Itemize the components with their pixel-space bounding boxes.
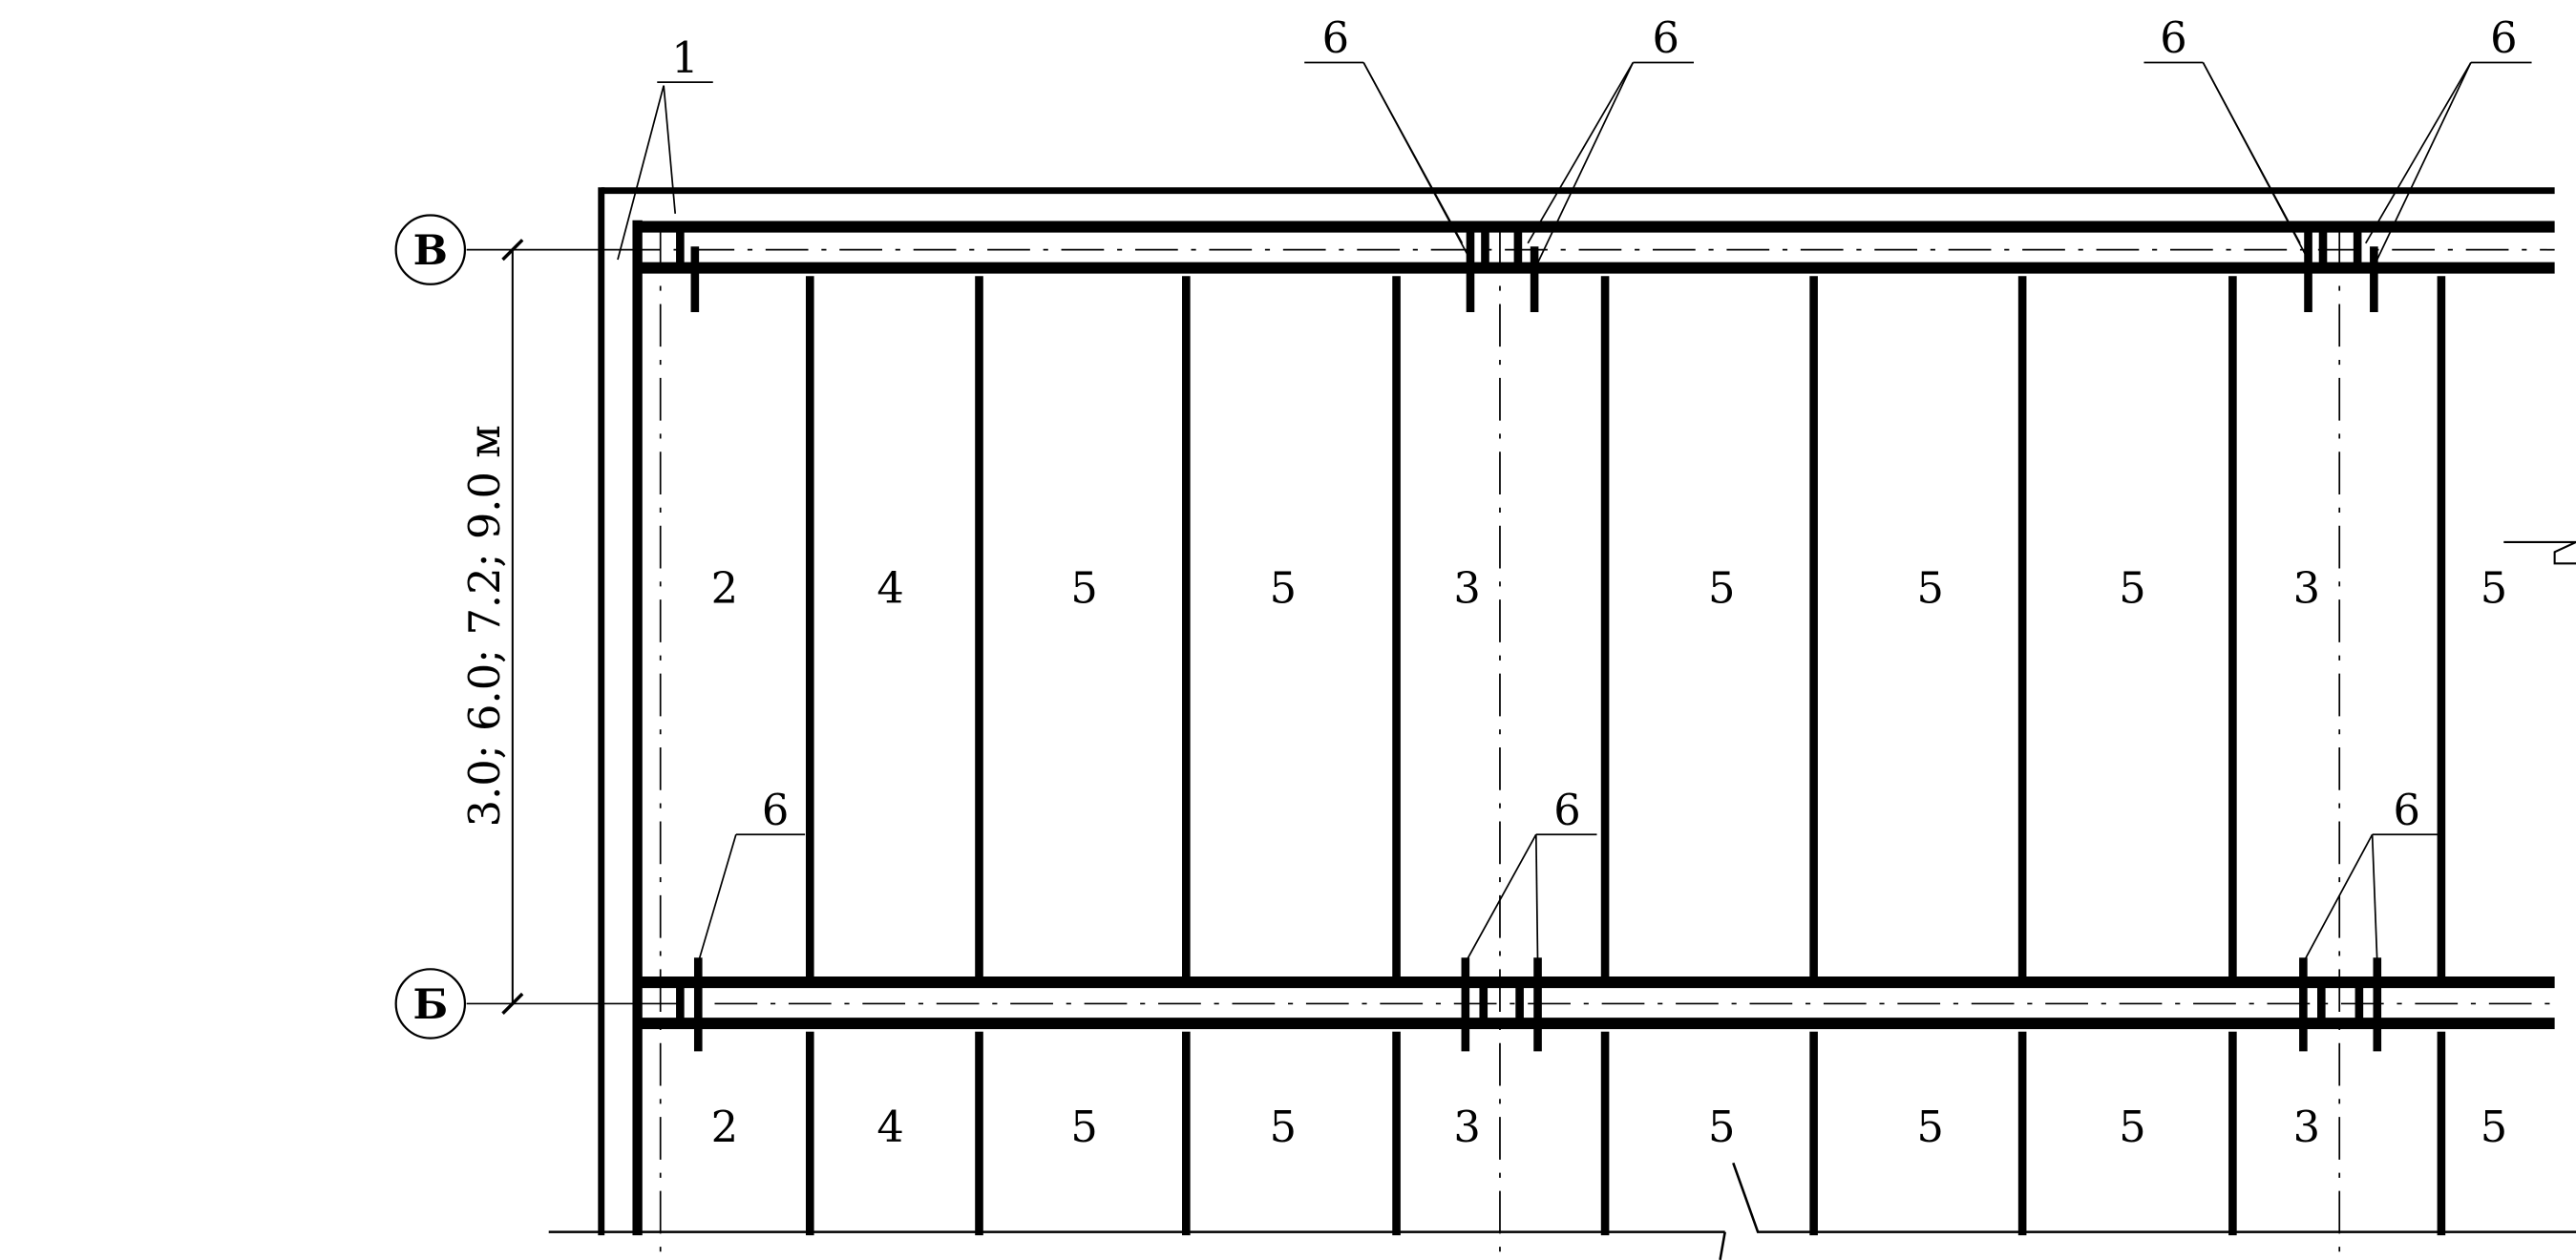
panel-label: 2 xyxy=(711,563,738,614)
axis-label-bottom: Б xyxy=(412,981,448,1029)
panel-label: 5 xyxy=(2119,563,2145,614)
panel-label: 3 xyxy=(2293,563,2320,614)
panel-label: 4 xyxy=(876,563,903,614)
panel-label: 3 xyxy=(2293,1102,2320,1152)
callout-anchor: 6 xyxy=(1553,785,1580,835)
panel-label: 3 xyxy=(1453,563,1480,614)
panel-label: 5 xyxy=(1708,1102,1735,1152)
callout-wall: 1 xyxy=(671,32,698,83)
callout-anchor: 6 xyxy=(2490,12,2517,63)
panel-label: 5 xyxy=(2119,1102,2145,1152)
panel-label: 5 xyxy=(1070,1102,1097,1152)
axis-bubble-b xyxy=(394,968,467,1040)
drawing-geometry xyxy=(394,61,2576,1260)
callout-anchor: 6 xyxy=(2160,12,2186,63)
panel-label: 2 xyxy=(711,1102,738,1152)
panel-label: 4 xyxy=(876,1102,903,1152)
span-dimension-label: 3.0; 6.0; 7.2; 9.0 м xyxy=(459,425,510,827)
panel-label: 5 xyxy=(2481,563,2507,614)
panel-label: 5 xyxy=(1270,563,1297,614)
panel-label: 5 xyxy=(1917,1102,1944,1152)
callout-anchor: 6 xyxy=(762,785,789,835)
panel-label: 5 xyxy=(1917,563,1944,614)
callout-anchor: 6 xyxy=(2394,785,2420,835)
panel-label: 5 xyxy=(1070,563,1097,614)
panel-label: 5 xyxy=(2481,1102,2507,1152)
panel-label: 5 xyxy=(1270,1102,1297,1152)
axis-bubble-v xyxy=(394,214,467,285)
callout-anchor: 6 xyxy=(1322,12,1349,63)
panel-labels-row1: 2 4 5 5 3 5 5 5 3 5 xyxy=(711,563,2508,614)
panel-label: 5 xyxy=(1708,563,1735,614)
panel-label: 3 xyxy=(1453,1102,1480,1152)
panel-labels-row2: 2 4 5 5 3 5 5 5 3 5 xyxy=(711,1102,2508,1152)
callout-anchor: 6 xyxy=(1653,12,1679,63)
axis-label-top: В xyxy=(413,227,448,275)
